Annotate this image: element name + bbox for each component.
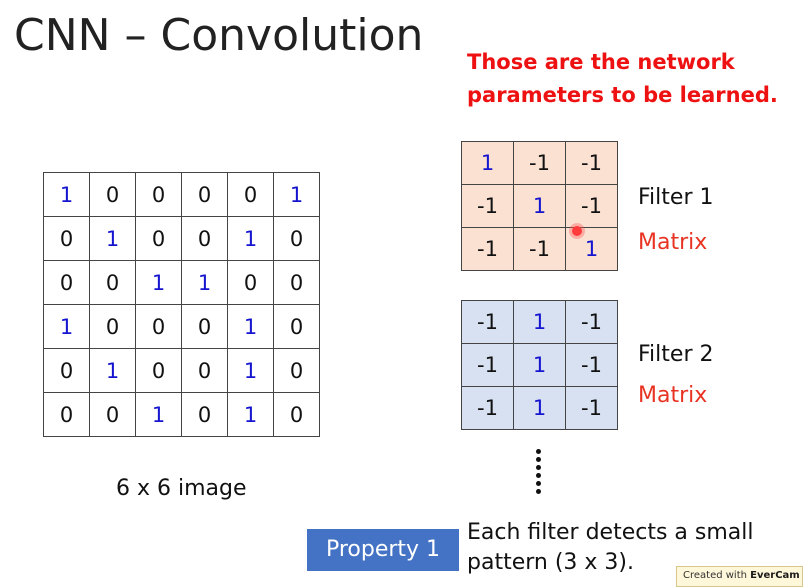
image-cell: 0 bbox=[181, 172, 228, 217]
image-cell: 1 bbox=[135, 392, 182, 437]
watermark-prefix: Created with bbox=[683, 570, 751, 581]
image-cell: 1 bbox=[181, 260, 228, 305]
filter-2-label: Filter 2 bbox=[638, 342, 714, 367]
image-cell: 0 bbox=[273, 304, 320, 349]
property-description: Each filter detects a small pattern (3 x… bbox=[467, 518, 754, 578]
filter-1-label: Filter 1 bbox=[638, 185, 714, 210]
filter-1-cell: -1 bbox=[565, 184, 618, 228]
image-cell: 0 bbox=[181, 304, 228, 349]
filter-1-cell: 1 bbox=[513, 184, 566, 228]
image-cell: 0 bbox=[43, 260, 90, 305]
filter-2-cell: 1 bbox=[513, 300, 566, 344]
filter-2-cell: 1 bbox=[513, 343, 566, 387]
filter-2-cell: -1 bbox=[565, 343, 618, 387]
image-cell: 0 bbox=[181, 216, 228, 261]
image-cell: 0 bbox=[43, 216, 90, 261]
image-cell: 0 bbox=[227, 172, 274, 217]
image-cell: 1 bbox=[89, 216, 136, 261]
image-cell: 0 bbox=[89, 392, 136, 437]
image-cell: 0 bbox=[135, 304, 182, 349]
filter-1-cell: -1 bbox=[513, 141, 566, 185]
filter-1-sublabel: Matrix bbox=[638, 230, 708, 255]
image-cell: 0 bbox=[181, 392, 228, 437]
image-cell: 0 bbox=[135, 172, 182, 217]
filter-2-cell: -1 bbox=[461, 343, 514, 387]
image-cell: 0 bbox=[227, 260, 274, 305]
image-caption: 6 x 6 image bbox=[116, 476, 247, 501]
filter-1-cell: -1 bbox=[461, 184, 514, 228]
note-line-1: Those are the network bbox=[467, 50, 735, 74]
filter-2-cell: -1 bbox=[565, 386, 618, 430]
image-cell: 0 bbox=[43, 392, 90, 437]
image-cell: 0 bbox=[89, 260, 136, 305]
image-cell: 1 bbox=[227, 216, 274, 261]
watermark-brand: EverCam bbox=[750, 570, 800, 581]
image-cell: 1 bbox=[227, 304, 274, 349]
filter-1-cell: -1 bbox=[513, 227, 566, 271]
filter-2-cell: -1 bbox=[461, 300, 514, 344]
image-cell: 0 bbox=[89, 172, 136, 217]
parameters-note: Those are the network parameters to be l… bbox=[467, 46, 778, 112]
image-cell: 0 bbox=[181, 348, 228, 393]
image-cell: 1 bbox=[227, 392, 274, 437]
image-cell: 0 bbox=[135, 348, 182, 393]
image-cell: 1 bbox=[273, 172, 320, 217]
filter-2-cell: 1 bbox=[513, 386, 566, 430]
note-line-2: parameters to be learned. bbox=[467, 83, 778, 107]
image-cell: 0 bbox=[273, 260, 320, 305]
image-cell: 0 bbox=[273, 348, 320, 393]
pointer-dot-icon bbox=[572, 226, 582, 236]
image-cell: 0 bbox=[135, 216, 182, 261]
filter-1-cell: -1 bbox=[461, 227, 514, 271]
watermark: Created with EverCam bbox=[676, 566, 803, 587]
image-cell: 0 bbox=[43, 348, 90, 393]
image-cell: 1 bbox=[43, 304, 90, 349]
property-line-1: Each filter detects a small bbox=[467, 520, 754, 545]
property-line-2: pattern (3 x 3). bbox=[467, 550, 634, 575]
image-cell: 0 bbox=[273, 392, 320, 437]
slide-title: CNN – Convolution bbox=[14, 10, 424, 61]
filter-2-cell: -1 bbox=[461, 386, 514, 430]
filter-1-cell: 1 bbox=[461, 141, 514, 185]
image-cell: 1 bbox=[89, 348, 136, 393]
image-cell: 1 bbox=[43, 172, 90, 217]
filter-1-row: 1-1-1 bbox=[461, 141, 618, 185]
image-cell: 0 bbox=[273, 216, 320, 261]
image-cell: 1 bbox=[227, 348, 274, 393]
image-cell: 1 bbox=[135, 260, 182, 305]
more-filters-ellipsis-icon bbox=[536, 449, 546, 497]
filter-1-cell: -1 bbox=[565, 141, 618, 185]
image-cell: 0 bbox=[89, 304, 136, 349]
filter-2-cell: -1 bbox=[565, 300, 618, 344]
property-badge: Property 1 bbox=[307, 529, 459, 571]
filter-2-sublabel: Matrix bbox=[638, 383, 708, 408]
